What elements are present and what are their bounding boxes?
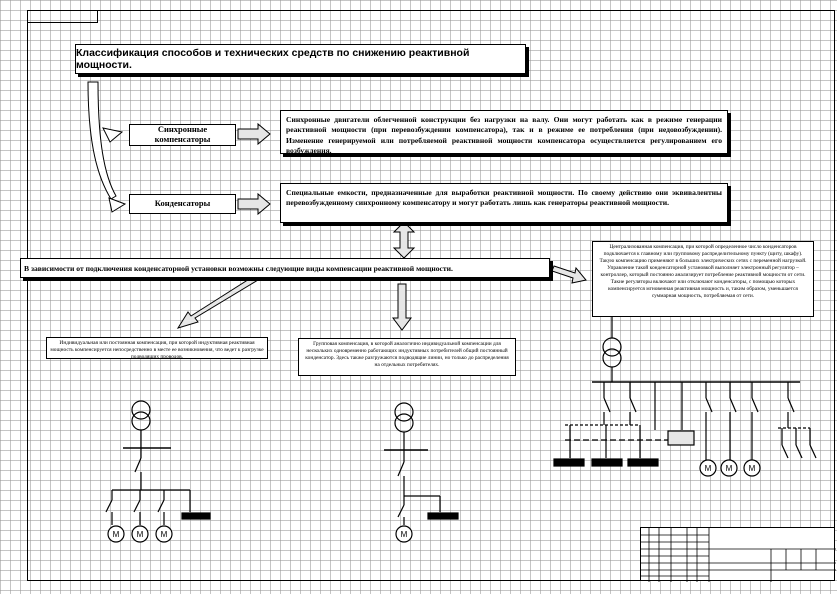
category-capacitors-description: Специальные емкости, предназначенные для… [280,183,728,223]
motor-label: M [401,530,408,539]
schematic-group [384,402,459,543]
motor-label: M [749,464,756,473]
group-compensation-text: Групповая компенсация, в которой аналоги… [298,338,516,376]
category-sync-description: Синхронные двигатели облегченной констру… [280,110,728,155]
schematic-individual [105,400,211,543]
motor-label: M [137,530,144,539]
motor-label: M [113,530,120,539]
block-arrow-capacitors [237,192,271,216]
frame-corner-cell [27,10,98,23]
motor-label: M [705,464,712,473]
central-compensation-text: Централизованная компенсация, при которо… [592,241,814,317]
double-arrow [392,221,416,259]
diagram-title: Классификация способов и технических сре… [75,44,526,74]
arrow-to-central [551,265,587,284]
category-sync-label: Синхронные компенсаторы [129,124,236,146]
arrow-to-group [392,283,412,331]
schematic-central [553,316,817,477]
motor-label: M [726,464,733,473]
compensation-types-heading: В зависимости от подключения конденсатор… [20,258,550,278]
block-arrow-sync [237,122,271,146]
drawing-frame [27,10,835,581]
category-capacitors-label: Конденсаторы [129,194,236,214]
individual-compensation-text: Индивидуальная или постоянная компенсаци… [46,337,268,360]
curved-arrow [87,81,127,213]
motor-label: M [161,530,168,539]
title-block-grid [641,528,836,582]
title-block [640,527,836,582]
arrow-to-individual [176,275,259,329]
